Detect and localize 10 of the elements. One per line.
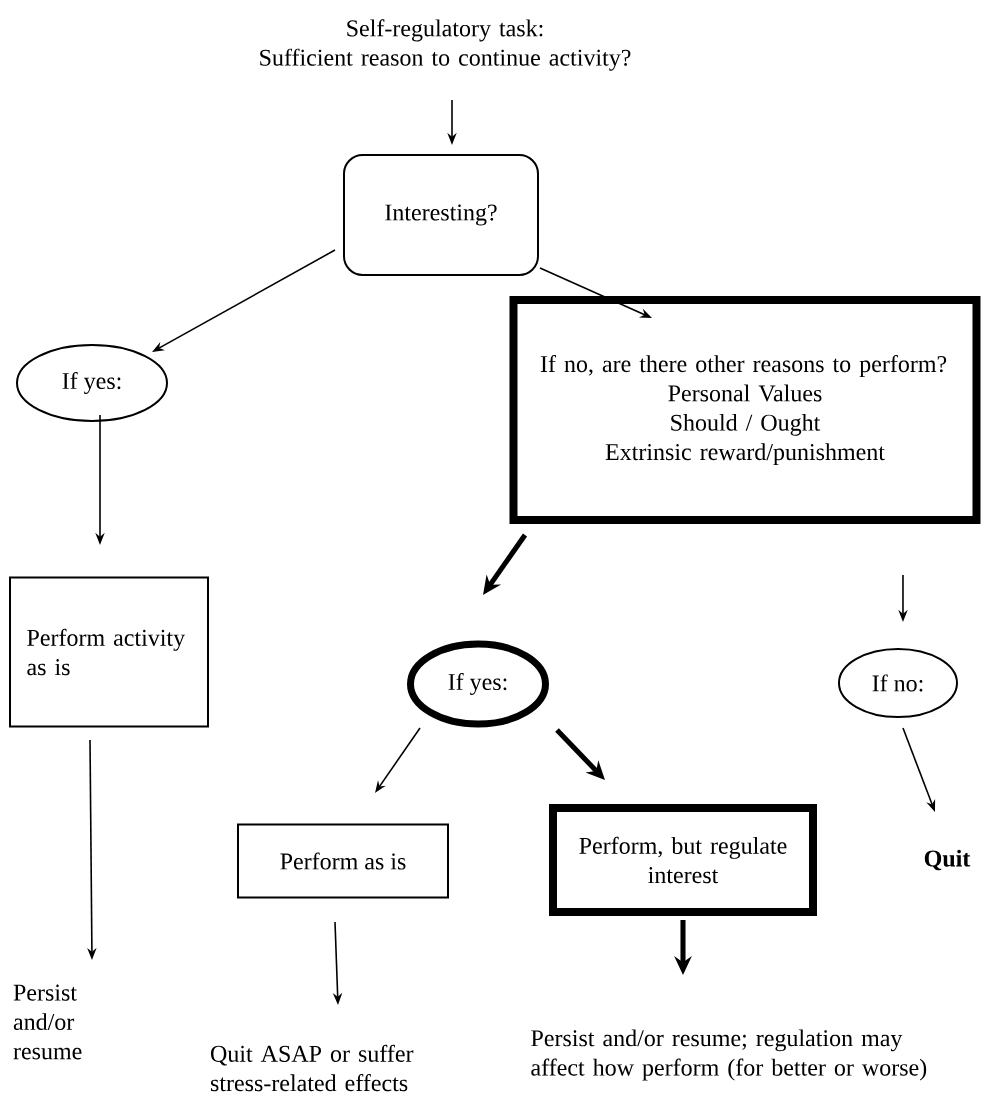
text-label: Persist and/or resume; regulation may affect how perform (for better or worse) xyxy=(531,1029,927,1081)
text-label: Quit xyxy=(924,849,971,871)
decision-box: Interesting? xyxy=(343,154,539,276)
process-box: Perform, but regulate interest xyxy=(549,804,817,916)
text-label: Self-regulatory task: Sufficient reason to continue activity? xyxy=(260,19,631,71)
text-label: Quit ASAP or suffer stress-related effects xyxy=(211,1044,414,1092)
text-label: Persist and/or resume xyxy=(13,984,82,1060)
process-box: Perform as is xyxy=(237,823,449,899)
process-box: If no, are there other reasons to perform? Personal Values Should / Ought Extrinsic reward/punishment xyxy=(509,296,981,524)
process-box: Perform activity as is xyxy=(9,576,209,728)
